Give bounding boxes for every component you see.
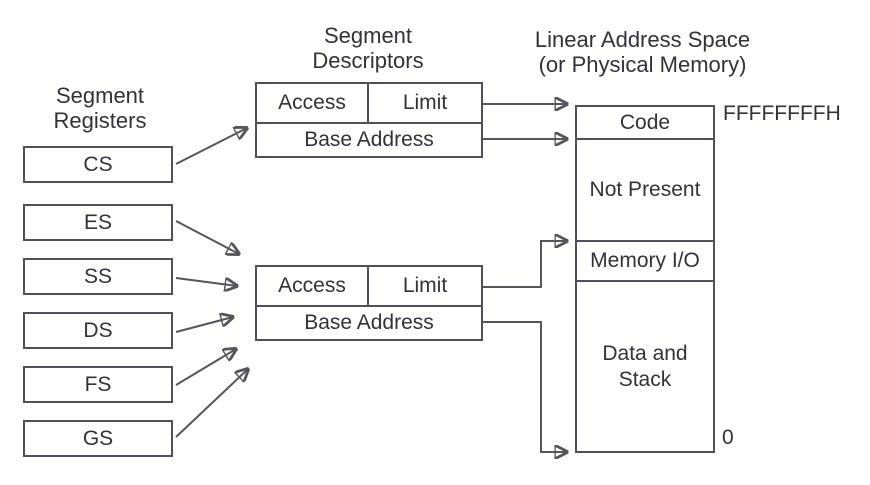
descriptor2-limit-field: Limit [369, 267, 481, 307]
descriptor1-limit-field: Limit [369, 84, 481, 124]
address-label-top: FFFFFFFFH [723, 102, 841, 125]
linear-address-space-box: Code Not Present Memory I/O Data and Sta… [575, 105, 715, 453]
descriptor1-base-address-field: Base Address [304, 128, 434, 151]
register-box-cs: CS [23, 146, 173, 183]
descriptor1-access-field: Access [257, 84, 369, 124]
segment-descriptor-2: Access Limit Base Address [255, 265, 483, 341]
segment-descriptor-1: Access Limit Base Address [255, 82, 483, 158]
register-box-ss: SS [23, 258, 173, 295]
connector-gs-to-descriptor2 [175, 369, 248, 438]
register-box-ds: DS [23, 312, 173, 349]
title-linear-address-space: Linear Address Space (or Physical Memory… [534, 27, 751, 77]
register-box-fs: FS [23, 366, 173, 403]
memory-section-not-present: Not Present [577, 140, 713, 242]
connector-fs-to-descriptor2 [175, 349, 236, 386]
connector-es-to-descriptor2 [175, 220, 239, 254]
title-segment-registers: Segment Registers [53, 83, 147, 133]
connector-ds-to-descriptor2 [175, 317, 233, 333]
memory-section-data-and-stack: Data and Stack [602, 341, 688, 391]
register-box-es: ES [23, 204, 173, 241]
register-box-gs: GS [23, 420, 173, 457]
address-label-bottom: 0 [722, 426, 734, 449]
connector-descriptor2-limit-to-memory-io [483, 241, 567, 288]
connector-ss-to-descriptor2 [175, 277, 237, 286]
title-segment-descriptors: Segment Descriptors [312, 23, 424, 73]
connector-cs-to-descriptor1 [175, 128, 247, 165]
connector-descriptor2-base-to-memory-bottom [483, 321, 567, 452]
descriptor2-base-address-field: Base Address [304, 311, 434, 334]
memory-section-code: Code [577, 107, 713, 140]
descriptor2-access-field: Access [257, 267, 369, 307]
memory-section-memory-io: Memory I/O [577, 242, 713, 282]
